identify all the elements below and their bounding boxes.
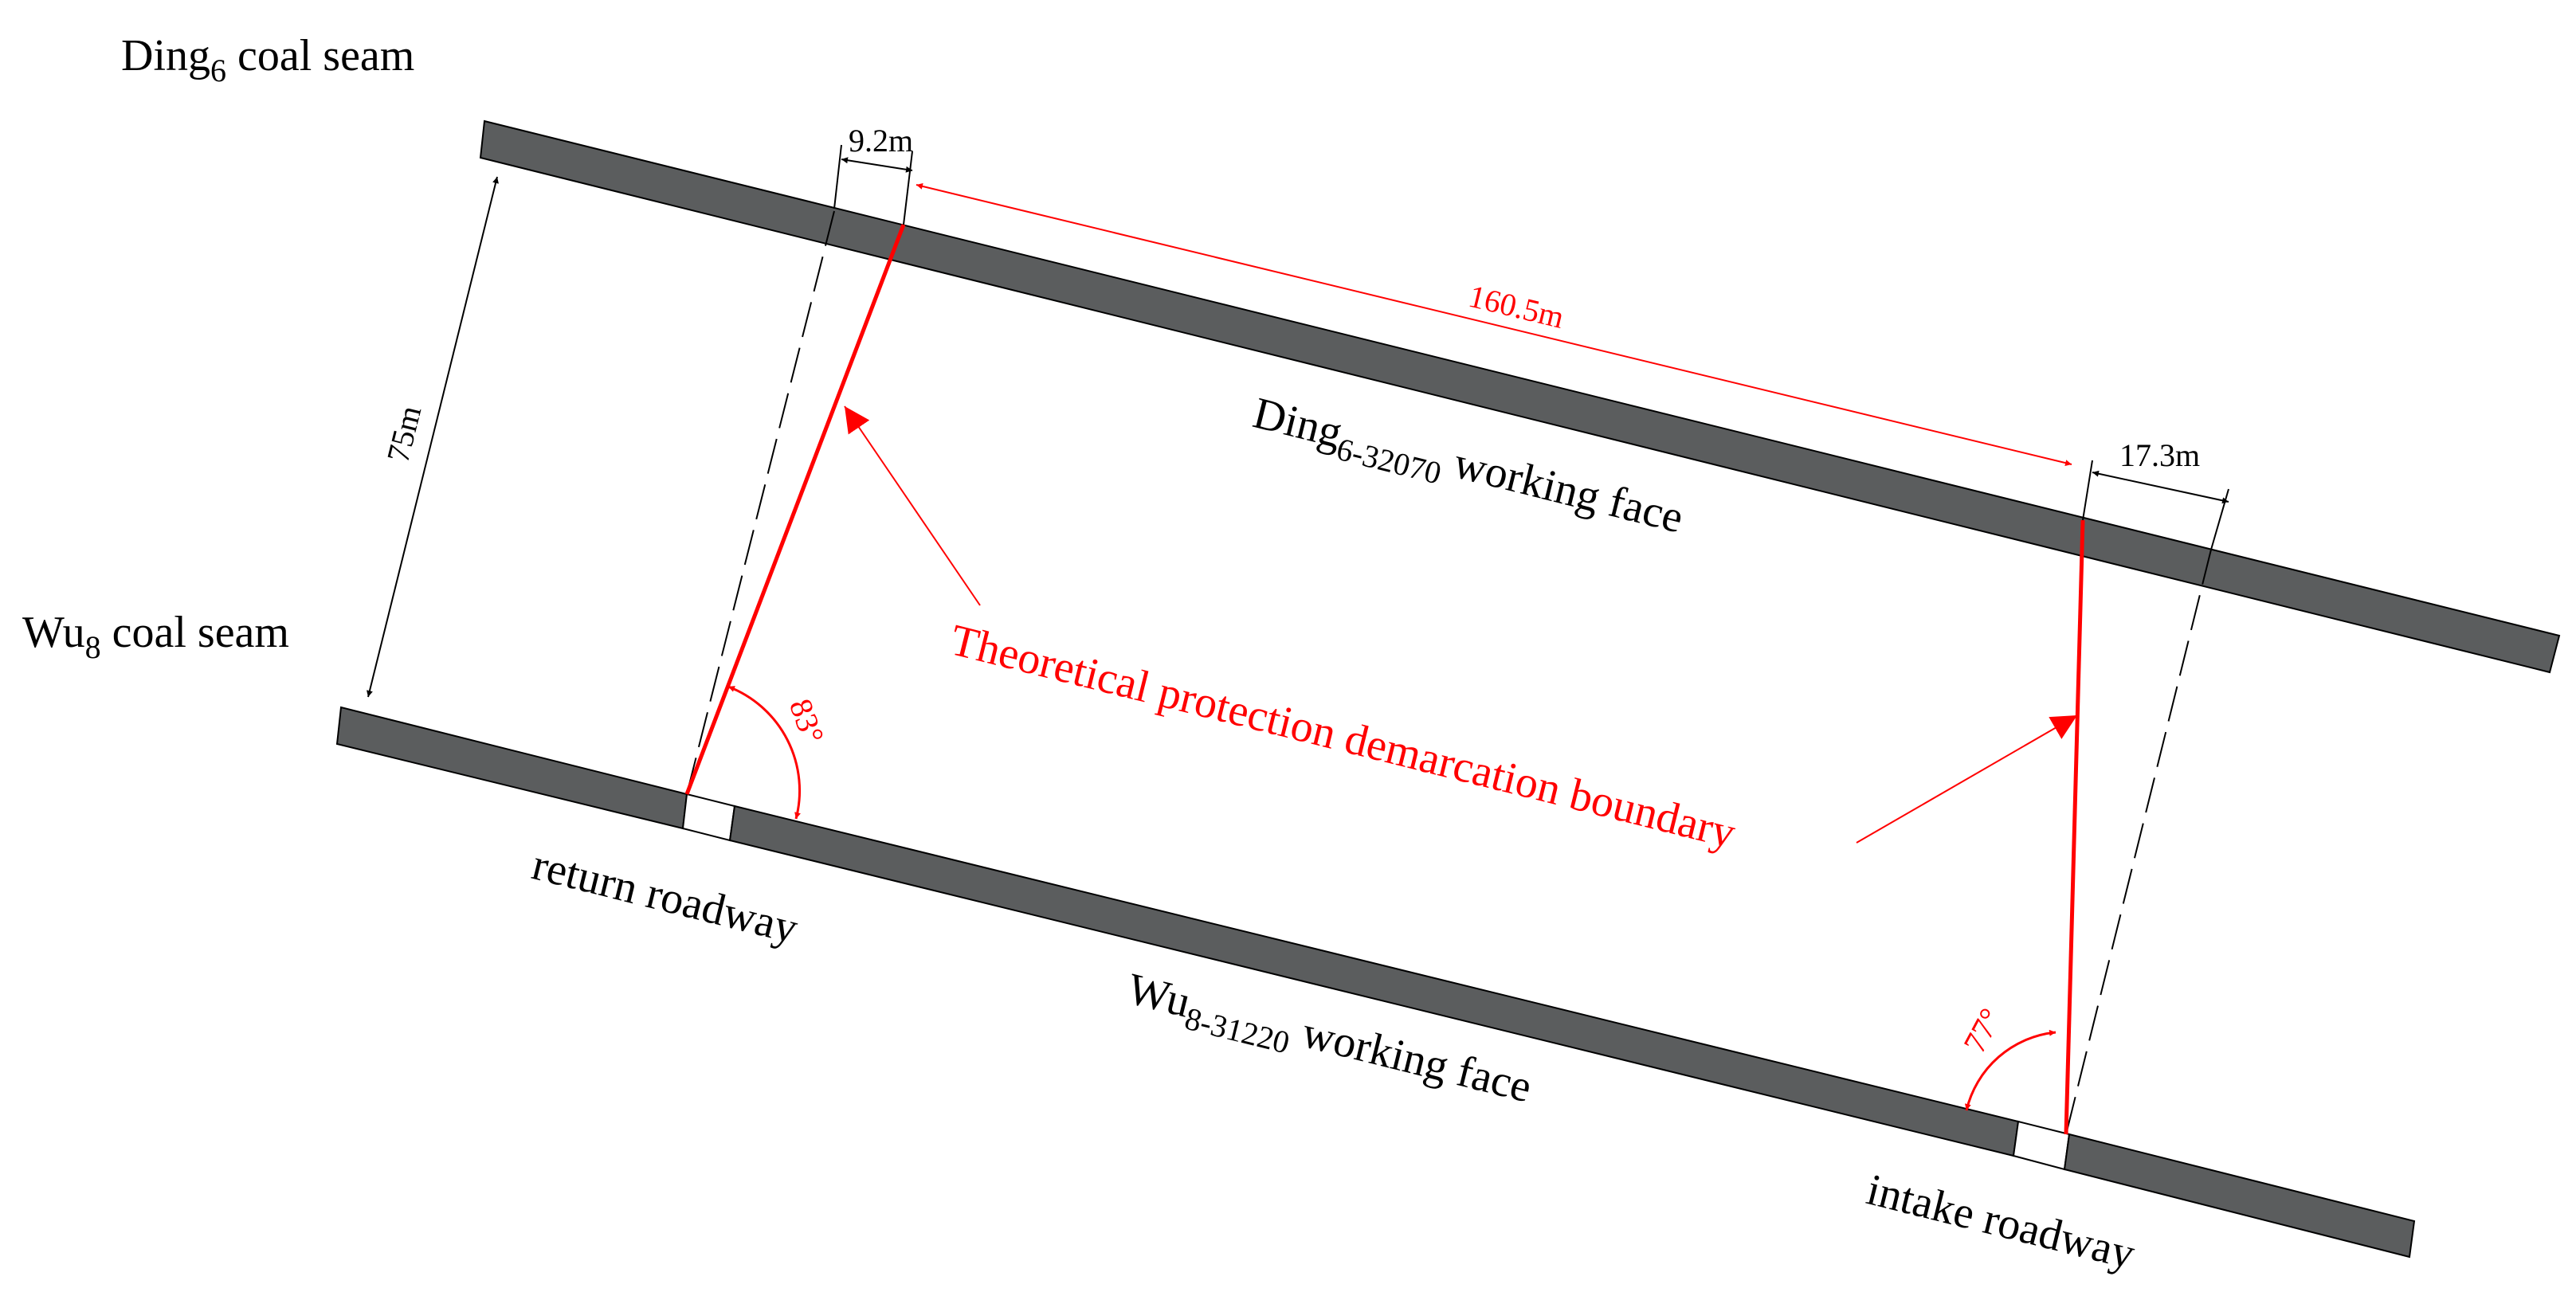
span-label: 160.5m — [1465, 278, 1567, 335]
left-callout-arrow — [844, 405, 981, 606]
right-angle-label: 77° — [1956, 1002, 2009, 1059]
left-offset-ext-2 — [903, 151, 913, 225]
left-boundary-line — [684, 224, 906, 795]
left-offset-label: 9.2m — [849, 123, 913, 159]
left-offset-dimension-line — [841, 157, 913, 173]
wu-coal-seam-label: Wu8 coal seam — [22, 608, 289, 665]
wu-coal-seam-bar-left — [335, 706, 688, 830]
return-roadway-opening — [681, 793, 736, 842]
right-offset-ext-1 — [2082, 460, 2093, 521]
wu-coal-seam-bar-middle — [728, 805, 2020, 1157]
return-roadway-label: return roadway — [527, 840, 802, 953]
ding-coal-seam-bar — [479, 119, 2561, 674]
right-offset-dimension-line — [2092, 470, 2229, 504]
right-dashed-projection — [2065, 549, 2212, 1135]
intake-roadway-opening — [2012, 1120, 2071, 1171]
wu-coal-seam-bar-right — [2063, 1133, 2416, 1259]
left-angle-label: 83° — [782, 694, 831, 748]
right-callout-arrow — [1856, 715, 2078, 844]
left-angle-arc — [727, 685, 802, 820]
boundary-label: Theoretical protection demarcation bound… — [946, 615, 1740, 858]
left-offset-ext-1 — [833, 144, 842, 209]
right-boundary-line — [2064, 519, 2085, 1135]
seam-spacing-dimension-line — [367, 176, 499, 698]
right-offset-label: 17.3m — [2119, 437, 2200, 473]
right-angle-arc — [1964, 1029, 2056, 1111]
span-dimension-line — [916, 182, 2072, 467]
left-dashed-projection — [686, 210, 835, 795]
intake-roadway-label: intake roadway — [1862, 1165, 2139, 1278]
ding-coal-seam-label: Ding6 coal seam — [121, 31, 414, 88]
seam-spacing-label: 75m — [379, 402, 428, 466]
